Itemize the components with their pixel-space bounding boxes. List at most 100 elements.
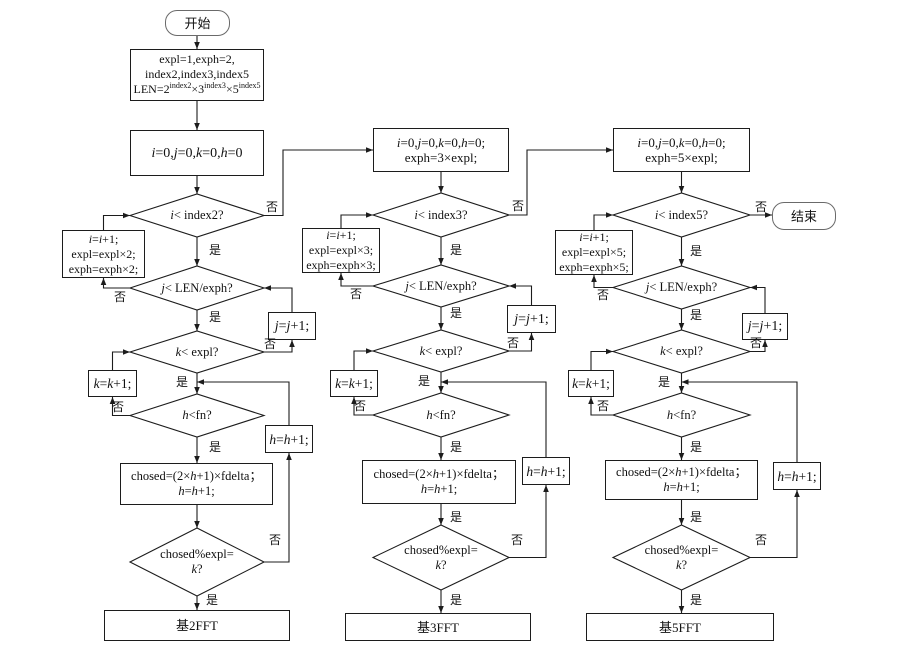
radix2-decision-i-text: i< index2? (170, 208, 224, 222)
radix2-increment-i-box: i=i+1;expl=expl×2;exph=exph×2; (62, 230, 145, 278)
len-formula: LEN=2index2×3index3×5index5 (133, 81, 261, 98)
radix5-result-text: 基5FFT (659, 619, 701, 635)
no-label: 否 (353, 399, 366, 413)
yes-label: 是 (689, 510, 702, 524)
radix2-decision-mod-label: chosed%expl=k? (130, 528, 264, 596)
yes-label: 是 (449, 243, 462, 257)
no-label: 否 (510, 533, 523, 547)
radix2-reset-box: i=0,j=0,k=0,h=0 (130, 130, 264, 176)
end-text: 结束 (790, 208, 817, 224)
radix5-decision-h-text: h<fn? (666, 407, 697, 422)
radix3-increment-i-box: i=i+1;expl=expl×3;exph=exph×3; (302, 228, 380, 273)
connector-arrow (197, 379, 290, 425)
yes-label: 是 (449, 593, 462, 607)
radix3-decision-h-label: h<fn? (373, 393, 509, 437)
connector-arrow (353, 348, 373, 370)
radix5-decision-i-text: i< index5? (654, 207, 709, 222)
connector-arrow (264, 147, 373, 217)
radix3-compute-box: chosed=(2×h+1)×fdelta；h=h+1; (362, 460, 516, 504)
radix3-decision-mod-label: chosed%expl=k? (373, 525, 509, 590)
radix3-decision-k-text: k< expl? (419, 343, 463, 358)
radix3-increment-i-text: i=i+1; (326, 228, 356, 242)
radix3-reset-text: exph=3×expl; (404, 150, 478, 165)
start-terminal: 开始 (165, 10, 230, 36)
radix5-decision-mod-text: chosed%expl= (644, 542, 719, 557)
radix2-increment-i-text: exph=exph×2; (68, 261, 139, 276)
radix2-increment-k-box: k=k+1; (88, 370, 137, 397)
no-label: 否 (265, 200, 278, 214)
radix3-decision-j-text: j< LEN/exph? (405, 278, 477, 293)
radix2-compute-text: chosed=(2×h+1)×fdelta； (131, 469, 262, 483)
formula-base: LEN=2 (133, 82, 170, 96)
yes-label: 是 (205, 593, 218, 607)
connector-arrow (509, 283, 533, 305)
connector-arrow (109, 397, 130, 417)
radix5-increment-i-text: i=i+1; (579, 230, 609, 244)
radix5-reset-box: i=0,j=0,k=0,h=0;exph=5×expl; (613, 128, 750, 172)
no-label: 否 (596, 399, 609, 413)
radix3-increment-i-text: expl=expl×3; (308, 243, 374, 257)
connector-arrow (509, 147, 613, 216)
radix5-compute-text: h=h+1; (663, 480, 700, 494)
no-label: 否 (754, 200, 767, 214)
radix2-decision-h-label: h<fn? (130, 394, 264, 437)
connector-arrow (111, 349, 130, 370)
radix5-compute-text: chosed=(2×h+1)×fdelta； (616, 465, 747, 479)
radix5-decision-j-text: j< LEN/exph? (645, 280, 718, 294)
init-text: index2,index3,index5 (145, 67, 249, 81)
radix5-increment-i-box: i=i+1;expl=expl×5;exph=exph×5; (555, 230, 633, 275)
radix3-decision-i-text: i< index3? (414, 207, 468, 222)
yes-label: 是 (417, 374, 430, 388)
connector-arrow (593, 212, 613, 230)
radix3-result-text: 基3FFT (417, 619, 459, 635)
radix2-decision-h-text: h<fn? (182, 408, 212, 422)
radix5-increment-h-box: h=h+1; (773, 462, 821, 490)
radix5-decision-mod-text: k? (675, 557, 688, 572)
radix5-reset-text: exph=5×expl; (645, 150, 718, 165)
radix2-increment-h-text: h=h+1; (269, 431, 309, 447)
exponent: index2 (169, 81, 192, 90)
yes-label: 是 (208, 310, 221, 324)
no-label: 否 (113, 290, 126, 304)
radix2-decision-mod-text: k? (191, 562, 203, 576)
radix2-compute-text: h=h+1; (178, 484, 215, 498)
no-label: 否 (263, 337, 276, 351)
yes-label: 是 (689, 308, 702, 322)
radix2-decision-j-text: j< LEN/exph? (161, 280, 233, 295)
connector-arrow (509, 333, 535, 352)
radix3-decision-i-label: i< index3? (373, 193, 509, 237)
no-label: 否 (506, 336, 519, 350)
connector-arrow (750, 284, 766, 313)
connector-arrow (100, 278, 130, 289)
radix5-increment-k-text: k=k+1; (572, 376, 610, 391)
radix2-decision-j-label: j< LEN/exph? (130, 266, 264, 310)
radix2-decision-k-label: k< expl? (130, 331, 264, 373)
radix5-decision-k-text: k< expl? (660, 344, 703, 358)
radix5-reset-text: i=0,j=0,k=0,h=0; (637, 135, 726, 150)
radix2-increment-k-text: k=k+1; (93, 376, 132, 391)
connector-arrow (264, 285, 293, 312)
formula-base: ×5 (225, 82, 239, 96)
connector-arrow (750, 490, 800, 559)
connector-arrow (509, 485, 549, 559)
radix3-decision-mod-text: chosed%expl= (404, 542, 478, 557)
connector-arrow (750, 340, 768, 353)
radix5-decision-i-label: i< index5? (613, 193, 750, 237)
radix2-result-box: 基2FFT (104, 610, 290, 641)
radix2-compute-box: chosed=(2×h+1)×fdelta；h=h+1; (120, 463, 273, 505)
no-label: 否 (596, 288, 609, 302)
radix3-decision-mod-text: k? (435, 557, 447, 572)
no-label: 否 (511, 199, 524, 213)
radix3-increment-h-box: h=h+1; (522, 457, 570, 485)
no-label: 否 (349, 287, 362, 301)
radix3-increment-j-box: j=j+1; (507, 305, 556, 333)
radix3-decision-h-diamond (371, 392, 511, 438)
radix3-compute-text: h=h+1; (420, 482, 458, 496)
exponent: index5 (238, 81, 261, 90)
connector-arrow (590, 348, 613, 370)
yes-label: 是 (208, 243, 221, 257)
radix3-decision-h-text: h<fn? (426, 407, 456, 422)
radix5-increment-i-text: exph=exph×5; (559, 260, 629, 274)
radix5-decision-h-label: h<fn? (613, 393, 750, 437)
